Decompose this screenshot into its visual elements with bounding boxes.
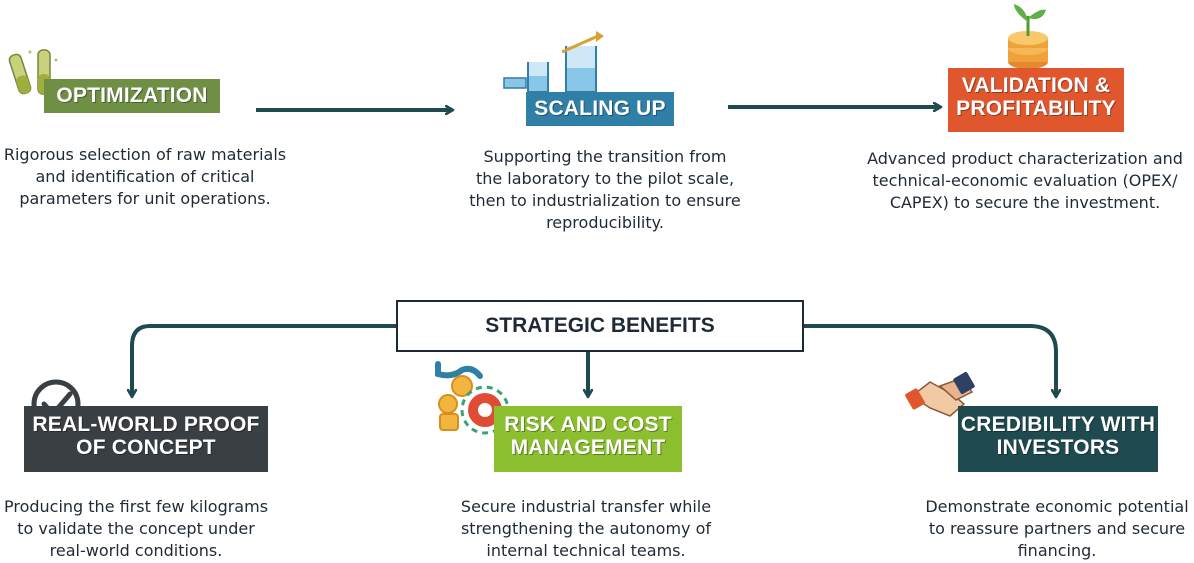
optimization-description: Rigorous selection of raw materials and …	[0, 144, 290, 210]
description-line: the laboratory to the pilot scale,	[475, 169, 735, 188]
strategic-benefits-title: STRATEGIC BENEFITS	[396, 300, 804, 352]
credibility-investors-badge: CREDIBILITY WITH INVESTORS	[958, 406, 1158, 472]
badge-line-2: MANAGEMENT	[510, 435, 666, 459]
description-line: Rigorous selection of raw materials	[3, 145, 287, 164]
proof-of-concept-badge: REAL-WORLD PROOF OF CONCEPT	[24, 406, 268, 472]
beakers-growth-icon	[503, 31, 604, 93]
scaling-up-description: Supporting the transition from the labor…	[455, 146, 755, 234]
scaling-up-badge: SCALING UP	[526, 92, 674, 126]
risk-cost-management-badge: RISK AND COST MANAGEMENT	[494, 406, 682, 472]
badge-line-1: RISK AND COST	[504, 413, 672, 436]
coin-plant-icon	[1008, 4, 1048, 69]
description-line: internal technical teams.	[486, 541, 686, 560]
badge-line-1: REAL-WORLD PROOF	[32, 413, 260, 436]
optimization-badge: OPTIMIZATION	[44, 79, 220, 113]
arrow-to-credibility	[804, 324, 1056, 396]
description-line: Secure industrial transfer while	[460, 497, 712, 516]
validation-profitability-badge: VALIDATION & PROFITABILITY	[948, 68, 1124, 132]
description-line: then to industrialization to ensure	[469, 191, 741, 210]
badge-line-2: PROFITABILITY	[956, 96, 1116, 120]
description-line: CAPEX) to secure the investment.	[889, 193, 1161, 212]
badge-line-2: OF CONCEPT	[76, 435, 216, 459]
description-line: real-world conditions.	[49, 541, 223, 560]
badge-line-1: CREDIBILITY WITH	[960, 413, 1156, 436]
description-line: parameters for unit operations.	[19, 189, 271, 208]
risk-cost-description: Secure industrial transfer while strengt…	[444, 496, 728, 562]
description-line: to validate the concept under	[17, 519, 255, 538]
description-line: technical-economic evaluation (OPEX/	[872, 171, 1178, 190]
description-line: to reassure partners and secure	[928, 519, 1186, 538]
description-line: Producing the first few kilograms	[3, 497, 269, 516]
description-line: financing.	[1017, 541, 1097, 560]
description-line: and identification of critical	[35, 167, 255, 186]
arrow-to-proof-of-concept	[132, 324, 396, 396]
validation-description: Advanced product characterization and te…	[862, 148, 1188, 214]
description-line: Demonstrate economic potential	[925, 497, 1189, 516]
description-line: Supporting the transition from	[483, 147, 727, 166]
handshake-icon	[905, 371, 975, 417]
badge-line-2: INVESTORS	[996, 435, 1120, 459]
credibility-description: Demonstrate economic potential to reassu…	[920, 496, 1194, 562]
description-line: Advanced product characterization and	[867, 149, 1183, 168]
description-line: reproducibility.	[546, 213, 664, 232]
description-line: strengthening the autonomy of	[460, 519, 712, 538]
proof-of-concept-description: Producing the first few kilograms to val…	[0, 496, 272, 562]
badge-line-1: VALIDATION &	[961, 74, 1111, 97]
